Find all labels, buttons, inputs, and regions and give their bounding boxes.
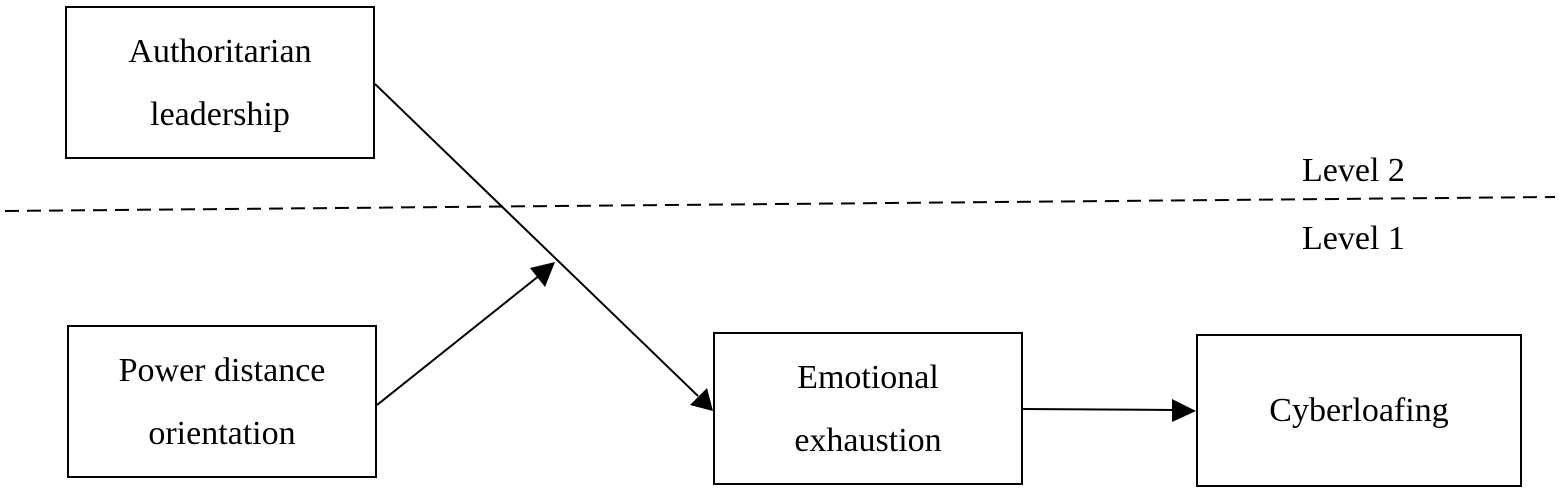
emotional-exhaustion-label: Emotional exhaustion xyxy=(794,358,942,459)
authoritarian-leadership-box: Authoritarian leadership xyxy=(65,6,375,159)
arrow-pdo-moderation xyxy=(376,262,555,406)
power-distance-orientation-label: Power distance orientation xyxy=(118,351,326,452)
cyberloafing-label: Cyberloafing xyxy=(1269,392,1449,429)
level-separator-dashed-line xyxy=(4,196,1556,212)
arrow-exhaustion-to-cyberloafing xyxy=(1022,399,1196,422)
power-distance-orientation-box: Power distance orientation xyxy=(67,325,377,478)
level-1-label: Level 1 xyxy=(1302,220,1405,257)
cyberloafing-box: Cyberloafing xyxy=(1196,334,1522,487)
level-2-label: Level 2 xyxy=(1302,152,1405,189)
arrow-authoritarian-to-exhaustion xyxy=(374,83,713,411)
authoritarian-leadership-label: Authoritarian leadership xyxy=(128,32,312,133)
emotional-exhaustion-box: Emotional exhaustion xyxy=(713,332,1023,485)
